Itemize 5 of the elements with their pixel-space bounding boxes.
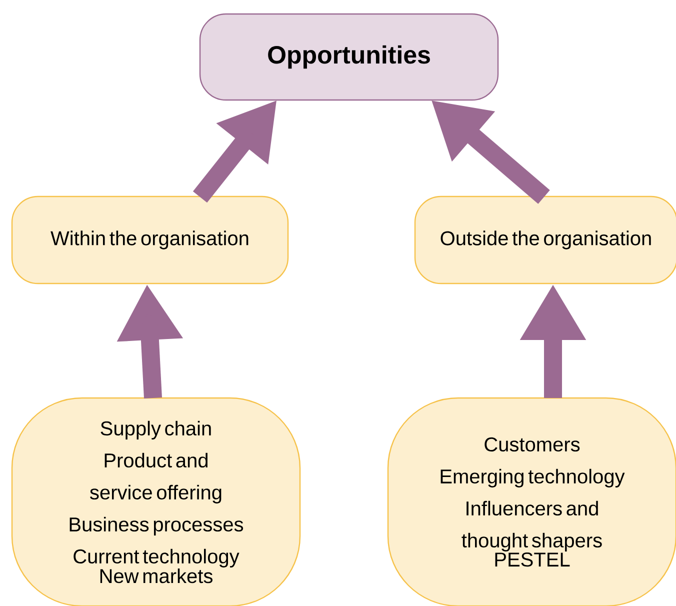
list-bubble: Customers Emerging technology Influencers and thought shapers PESTEL bbox=[387, 397, 676, 606]
title-box: Opportunities bbox=[199, 13, 499, 101]
rounded-box: Outside the organisation bbox=[414, 196, 676, 284]
rounded-box: Within the organisation bbox=[11, 196, 289, 284]
list-bubble: Supply chain Product and service offering Business processes Current technology New markets bbox=[11, 397, 301, 606]
